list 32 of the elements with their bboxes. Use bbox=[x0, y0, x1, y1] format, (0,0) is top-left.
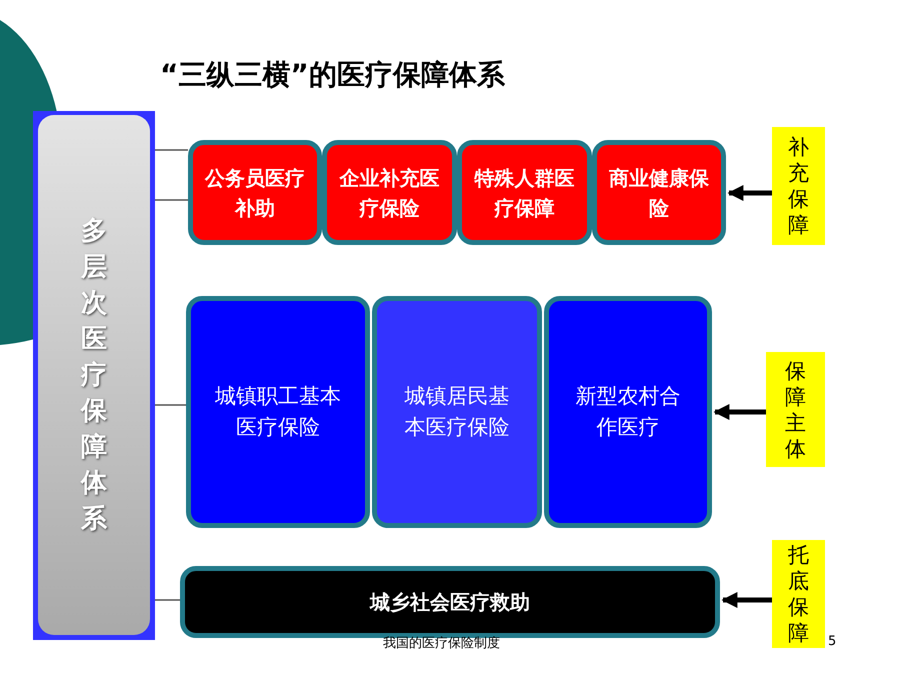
node-text: 特殊人群医疗保障 bbox=[474, 164, 575, 222]
arrow bbox=[727, 185, 772, 201]
node-text: 公务员医疗补助 bbox=[205, 164, 305, 222]
node-text: 托底保障 bbox=[788, 542, 810, 646]
node-text: 保障主体 bbox=[784, 358, 806, 462]
connector-line bbox=[155, 149, 188, 151]
node-text: 多层次医疗保障体系 bbox=[80, 215, 108, 536]
node-text: 城镇居民基本医疗保险 bbox=[404, 383, 510, 441]
program-box bbox=[186, 296, 370, 528]
tier-label-box bbox=[766, 352, 825, 467]
node-text: 新型农村合作医疗 bbox=[574, 383, 682, 441]
node-text: 城乡社会医疗救助 bbox=[370, 588, 530, 616]
arrow bbox=[713, 404, 766, 420]
page-number: 5 bbox=[828, 634, 836, 649]
slide-title: “三纵三横”的医疗保障体系 bbox=[160, 57, 505, 93]
node-text: 补充保障 bbox=[788, 134, 810, 238]
footer-caption: 我国的医疗保险制度 bbox=[383, 635, 500, 652]
tier-label-box bbox=[772, 127, 825, 245]
program-bar bbox=[180, 566, 720, 638]
arrow bbox=[721, 592, 772, 608]
node-text: 企业补充医疗保险 bbox=[339, 164, 440, 222]
connector-line bbox=[155, 599, 180, 601]
program-box bbox=[188, 140, 322, 245]
connector-line bbox=[155, 404, 186, 406]
program-box bbox=[592, 140, 726, 245]
node-text: 城镇职工基本医疗保险 bbox=[214, 383, 342, 441]
category-panel bbox=[38, 115, 150, 635]
program-box bbox=[544, 296, 712, 528]
node-text: 商业健康保险 bbox=[609, 164, 709, 222]
connector-line bbox=[155, 199, 188, 201]
tier-label-box bbox=[772, 540, 825, 648]
program-box bbox=[372, 296, 542, 528]
